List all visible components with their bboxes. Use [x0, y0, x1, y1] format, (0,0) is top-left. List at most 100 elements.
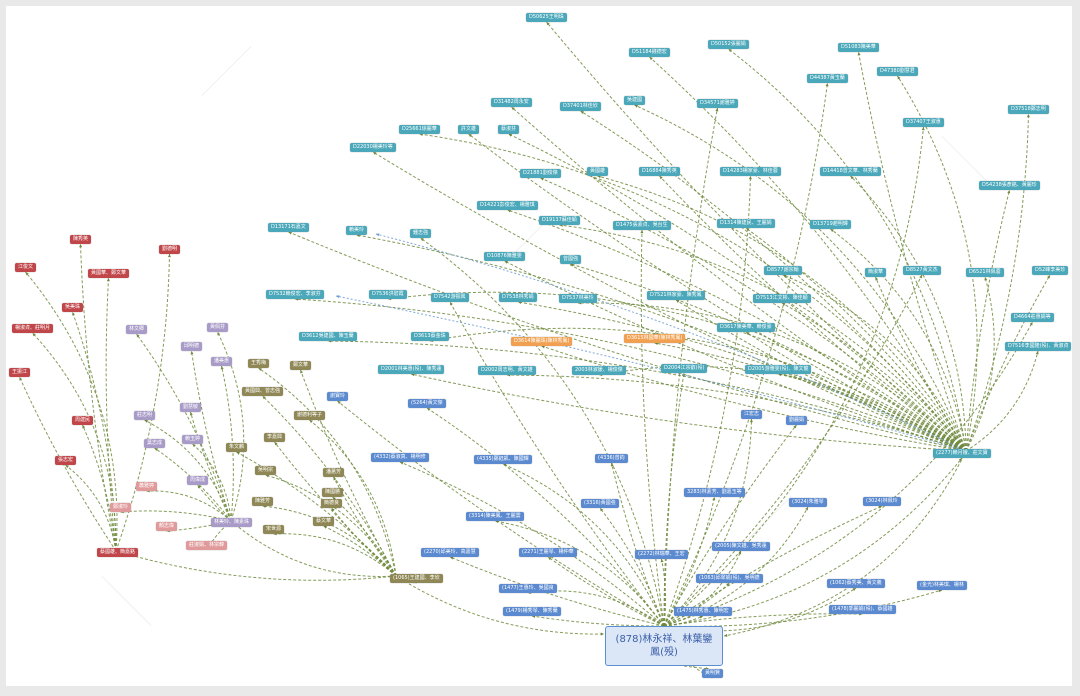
- graph-node-c9[interactable]: 吳建國: [624, 96, 646, 105]
- graph-node-c45[interactable]: D4664莊惠娟等: [1011, 313, 1054, 322]
- graph-node-b8[interactable]: 3283)林素芳、劉嘉玉等: [684, 488, 745, 497]
- graph-node-c48[interactable]: D3613蔡金珠: [411, 332, 449, 341]
- graph-node-c42[interactable]: D7537林美玲: [559, 294, 597, 303]
- graph-node-r8[interactable]: 周建民: [72, 416, 94, 425]
- graph-node-c21[interactable]: D14418曾文華、林秀蘭: [820, 167, 881, 176]
- graph-node-c57[interactable]: (2277)賴月娥、莊文寶: [933, 449, 991, 458]
- graph-node-l8[interactable]: 賴玉婷: [182, 435, 204, 444]
- graph-node-c37[interactable]: D52峰李美珍: [1032, 266, 1069, 275]
- graph-node-c52[interactable]: D2001林美惠(殁)、陳秀蓮: [378, 365, 445, 374]
- graph-node-c50[interactable]: D3615林國華(陳林秀鳳): [624, 334, 686, 343]
- graph-node-c5[interactable]: D44387黃玉蘭: [807, 74, 848, 83]
- graph-node-p1[interactable]: 鄭淑玲: [110, 503, 132, 512]
- graph-node-c27[interactable]: D13719趙明輝: [810, 220, 851, 229]
- graph-node-c39[interactable]: D7536洪碧霞: [369, 290, 407, 299]
- graph-node-b2[interactable]: (5264)黃文傑: [408, 399, 446, 408]
- graph-node-c1[interactable]: D50625王明珠: [526, 13, 567, 22]
- graph-node-l5[interactable]: 莊志明: [134, 411, 156, 420]
- graph-node-c11[interactable]: D37518鄭志明: [1008, 105, 1049, 114]
- graph-node-c56[interactable]: D2005游雅雯(殁)、陳文龍: [745, 365, 812, 374]
- graph-node-c51[interactable]: D7516李國隆(殁)、黃淑貞: [1005, 342, 1072, 351]
- graph-node-c18[interactable]: 黃國雄: [587, 167, 609, 176]
- graph-node-c30[interactable]: 鍾志強: [410, 229, 432, 238]
- graph-node-r7[interactable]: 王振江: [9, 368, 31, 377]
- graph-node-b4[interactable]: 劉麗娟: [786, 416, 808, 425]
- graph-node-c14[interactable]: 蔡淑芬: [498, 125, 520, 134]
- graph-node-o5[interactable]: 李嘉興: [264, 433, 286, 442]
- graph-node-l7[interactable]: 葉志成: [144, 439, 166, 448]
- graph-node-c13[interactable]: 許文雄: [458, 125, 480, 134]
- graph-node-c12[interactable]: D25661徐麗華: [399, 125, 440, 134]
- graph-node-l2[interactable]: 黃佩芬: [207, 323, 229, 332]
- graph-node-c47[interactable]: D3612吳建國、陳玉蘭: [299, 332, 357, 341]
- graph-node-c28[interactable]: D13171石嘉文: [268, 223, 309, 232]
- graph-node-o9[interactable]: 陳國勝: [322, 488, 344, 497]
- graph-node-b16[interactable]: (2270)邱美玲、高嘉慧: [421, 548, 479, 557]
- graph-node-o6[interactable]: 朱文麟: [226, 443, 248, 452]
- graph-node-c46[interactable]: D3617陳美華、賴俊豪: [717, 323, 775, 332]
- graph-node-c8[interactable]: D37401林佳欣: [560, 102, 601, 111]
- graph-node-r3[interactable]: 江俊文: [15, 263, 37, 272]
- graph-node-c54[interactable]: 2003林淑媛、楊俊傑: [572, 366, 626, 375]
- graph-node-c10[interactable]: D34571謝雅婷: [697, 99, 738, 108]
- graph-node-b15[interactable]: (2005)陳文雄、吳秀蓮: [712, 542, 770, 551]
- graph-node-c49[interactable]: D3614陳麗珠(陳林秀鳳): [511, 337, 573, 346]
- graph-node-o12[interactable]: 蔡文華: [313, 517, 335, 526]
- graph-node-r9[interactable]: 張志宏: [55, 456, 77, 465]
- graph-node-b17[interactable]: (1063)邱翠娟(殁)、吳明德: [696, 574, 763, 583]
- graph-node-c34[interactable]: 簡淑華: [865, 268, 887, 277]
- graph-node-b19[interactable]: (1478)郭麗娟(殁)、蔡國雄: [829, 605, 896, 614]
- graph-node-o3[interactable]: 黃國興、曾志強: [242, 387, 284, 396]
- graph-node-b18[interactable]: (1062)蔡秀美、黃文義: [827, 579, 885, 588]
- graph-node-c55[interactable]: D2004江宗叡(殁): [661, 364, 708, 373]
- graph-node-l10[interactable]: 林美玲、陳素珠: [211, 518, 253, 527]
- graph-node-r2[interactable]: 劉德明: [159, 245, 181, 254]
- graph-node-b22[interactable]: (1479)楊秀琴、陳秀蘭: [503, 607, 561, 616]
- graph-node-l1[interactable]: 林文卿: [126, 325, 148, 334]
- graph-node-o11[interactable]: 簡德良: [321, 499, 343, 508]
- graph-node-o1[interactable]: 王秀梅: [248, 359, 270, 368]
- graph-node-b14[interactable]: (2272)林瑞華、王宏: [635, 550, 688, 559]
- graph-node-c29[interactable]: 賴美玲: [346, 226, 368, 235]
- graph-node-l3[interactable]: 邱明德: [181, 342, 203, 351]
- graph-node-b11[interactable]: (3316)黃國強: [581, 499, 619, 508]
- graph-node-b3[interactable]: 江宏志: [741, 410, 763, 419]
- graph-node-b10[interactable]: (3024)林佩玲: [863, 497, 901, 506]
- graph-node-c31[interactable]: D10876陳雅雯: [484, 252, 525, 261]
- graph-node-l9[interactable]: 周偉成: [187, 476, 209, 485]
- graph-node-o4[interactable]: 謝德利等子: [294, 411, 326, 420]
- graph-node-o8[interactable]: 潘蕙芳: [323, 468, 345, 477]
- graph-node-p4[interactable]: 莊淑娟、林宗韓: [186, 541, 228, 550]
- graph-node-c35[interactable]: D8527黃文杰: [903, 266, 941, 275]
- graph-node-b20[interactable]: (金光)林美琪、楊林: [917, 581, 967, 590]
- graph-node-o2[interactable]: 鄭文華: [290, 361, 312, 370]
- graph-node-b13[interactable]: (2271)王麗琴、楊仲華: [519, 548, 577, 557]
- graph-node-b7[interactable]: (4336)曾鈞: [595, 454, 628, 463]
- graph-node-o10[interactable]: 陳雅芳: [252, 497, 274, 506]
- graph-node-o14[interactable]: (1065)王建國、李欣: [390, 574, 443, 583]
- graph-node-c26[interactable]: D1314陳建民、王麗娟: [717, 219, 775, 228]
- graph-node-c44[interactable]: D7513江文彬、陳佳穎: [753, 294, 811, 303]
- graph-node-r6[interactable]: 楊淑貞、莊明月: [12, 324, 54, 333]
- graph-node-b6[interactable]: (4335)鄭鈺凱、陳國輝: [474, 455, 532, 464]
- graph-node-b21[interactable]: (1477)王惠玲、吳國良: [499, 584, 557, 593]
- graph-node-o13[interactable]: 宋世源: [263, 525, 285, 534]
- graph-node-r5[interactable]: 吳美珠: [62, 303, 84, 312]
- graph-node-c4[interactable]: D51083陳美華: [838, 43, 879, 52]
- graph-node-r1[interactable]: 陳秀英: [70, 235, 92, 244]
- graph-node-b12[interactable]: (3314)陳美鳳、王麗雲: [466, 512, 524, 521]
- graph-node-c53[interactable]: D2002周志明、黃文雄: [478, 366, 536, 375]
- graph-node-p3[interactable]: 顏志偉: [156, 522, 178, 531]
- graph-node-c41[interactable]: D7538林秀娟: [499, 293, 537, 302]
- graph-node-l6[interactable]: 劉慧敏: [180, 403, 202, 412]
- graph-node-b5[interactable]: (4332)蔡淑真、楊明修: [371, 453, 429, 462]
- graph-node-b9[interactable]: (3024)朱雅琴: [789, 498, 827, 507]
- graph-node-b23[interactable]: (1475)林秀惠、陳明宏: [674, 607, 732, 616]
- graph-node-c38[interactable]: D7532賴俊宏、李淑芬: [266, 290, 324, 299]
- graph-node-c6[interactable]: D47380劉慧君: [877, 67, 918, 76]
- graph-node-c33[interactable]: D8577謝宗翰: [764, 266, 802, 275]
- graph-node-c7[interactable]: D31482周永安: [491, 98, 532, 107]
- graph-node-c32[interactable]: 曾國強: [560, 255, 582, 264]
- graph-node-c3[interactable]: D50152張麗娟: [708, 40, 749, 49]
